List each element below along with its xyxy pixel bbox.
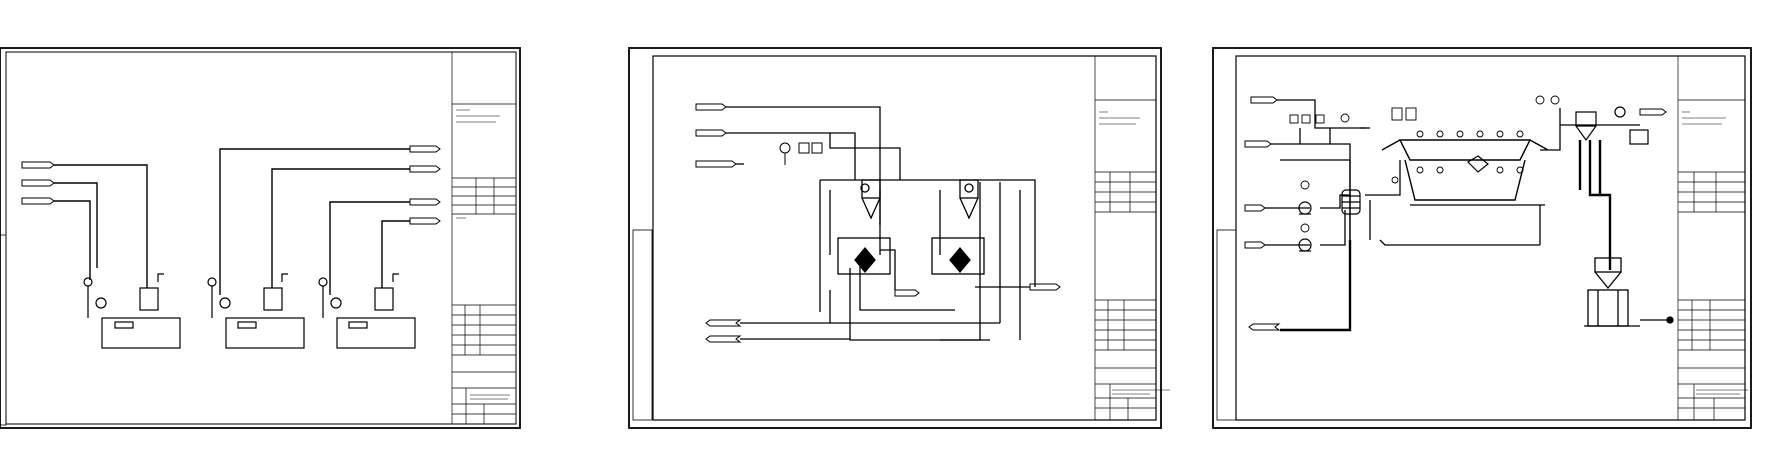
- sheet-2: [628, 47, 1170, 429]
- sheet-3-cyclone: [1575, 106, 1649, 145]
- sheet-3-product-hopper: [1584, 257, 1674, 327]
- sheet-2-outer-frame: [628, 47, 1162, 429]
- sheet-3-process-lines: [1265, 99, 1640, 332]
- sheet-3-left-strip: [1216, 229, 1237, 421]
- sheet-2-process-lines: [726, 106, 1036, 341]
- sheet-3-pump-2: [1298, 238, 1312, 252]
- sheet-1-unit-1: [83, 273, 181, 349]
- sheet-1: [0, 47, 521, 429]
- sheet-3-pump-1: [1298, 201, 1312, 215]
- sheet-2-separator-2: [931, 179, 985, 275]
- sheet-3-outer-frame: [1212, 47, 1752, 429]
- sheet-2-title-block: [1094, 56, 1170, 420]
- sheet-3-heater: [1341, 189, 1361, 215]
- sheet-1-line-labels: [21, 145, 441, 225]
- sheet-3-instruments: [1289, 95, 1560, 233]
- sheet-3-line-labels: [1244, 96, 1667, 331]
- sheet-2-separator-1: [837, 179, 891, 275]
- sheet-1-outer-frame: [0, 47, 521, 429]
- sheet-1-title-block: [451, 52, 516, 424]
- sheet-3-inner-frame: [1235, 55, 1746, 421]
- sheet-1-process-lines: [54, 148, 410, 295]
- sheet-2-left-strip: [632, 229, 653, 421]
- sheet-1-inner-frame: [5, 51, 517, 425]
- sheet-1-unit-3: [318, 273, 416, 349]
- sheet-2-inner-frame: [652, 55, 1157, 421]
- sheet-1-left-strip: [0, 234, 7, 426]
- sheet-2-instrument-group: [779, 142, 823, 165]
- sheet-1-unit-2: [207, 273, 305, 349]
- sheet-3-title-block: [1677, 56, 1748, 420]
- sheet-2-line-labels: [695, 103, 1061, 343]
- sheet-3-fluid-bed-dryer: [1381, 139, 1549, 201]
- sheet-3: [1212, 47, 1752, 429]
